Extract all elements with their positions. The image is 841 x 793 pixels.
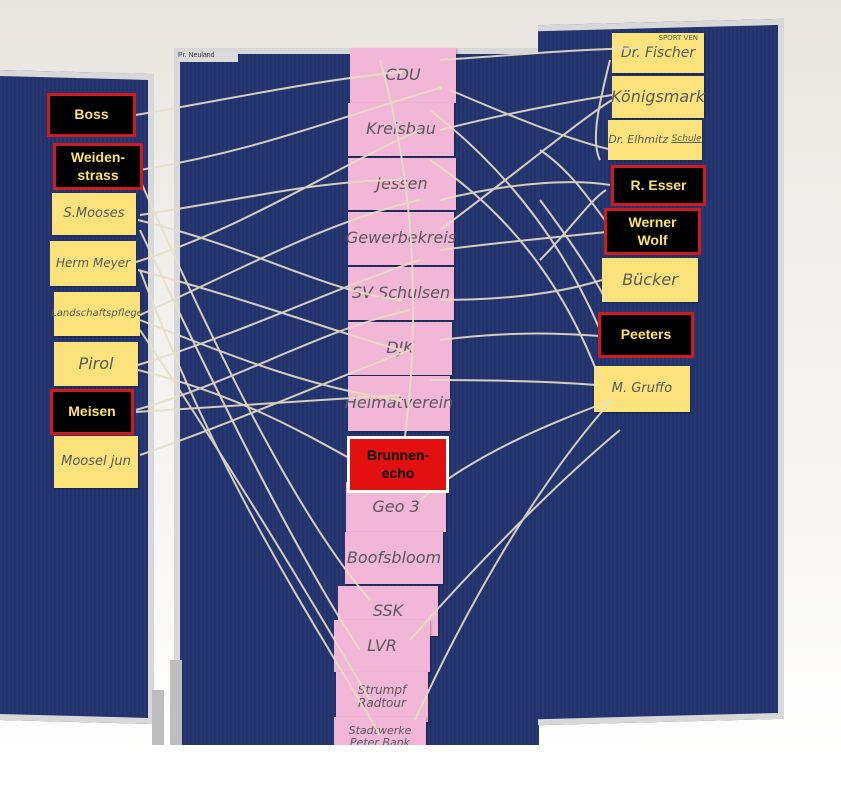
card-right-3-text: Dr. Elhmitz — [608, 133, 669, 147]
board-header-tag: Pr. Neuland — [178, 52, 238, 62]
label-peeters: Peeters — [598, 312, 694, 358]
floor-area — [0, 745, 841, 793]
card-left-1: S.Mooses — [52, 193, 136, 235]
label-brunnenecho: Brunnen- echo — [347, 436, 449, 493]
card-right-1-note: SPORT VEN — [658, 34, 698, 42]
card-center-5: SV Schulsen — [348, 267, 454, 320]
card-center-2: Kreisbau — [348, 103, 454, 156]
card-center-11: LVR — [334, 620, 430, 672]
card-center-4: Gewerbekreis — [346, 212, 456, 265]
card-center-9: Boofsbloom — [345, 532, 443, 584]
card-left-2: Herm Meyer — [50, 241, 136, 286]
card-right-1-text: Dr. Fischer — [620, 44, 696, 61]
card-right-2: Königsmark — [611, 76, 705, 118]
card-center-7: Heimatverein — [345, 376, 453, 431]
card-center-6: DJK — [348, 322, 452, 375]
card-right-5: M. Gruffo — [594, 366, 690, 412]
card-right-4: Bücker — [602, 258, 698, 302]
card-left-4: Pirol — [54, 342, 138, 386]
label-boss: Boss — [47, 93, 136, 137]
label-werner-wolf: Werner Wolf — [604, 208, 701, 255]
card-center-1: CDU — [350, 48, 456, 103]
card-right-3: Dr. Elhmitz Schule — [608, 120, 702, 160]
label-r-esser: R. Esser — [611, 165, 706, 206]
board-leg — [152, 690, 164, 745]
board-leg — [170, 660, 182, 750]
card-center-12: Strumpf Radtour — [336, 672, 428, 722]
label-meisen: Meisen — [50, 389, 134, 435]
card-center-3: Jessen — [348, 158, 456, 210]
card-left-5: Moosel jun — [54, 436, 138, 488]
label-weidenstrass: Weiden- strass — [53, 143, 143, 190]
card-right-1: Dr. Fischer SPORT VEN — [612, 33, 704, 73]
card-right-3-note: Schule — [671, 134, 702, 145]
card-left-3: Landschaftspflege — [51, 292, 143, 336]
